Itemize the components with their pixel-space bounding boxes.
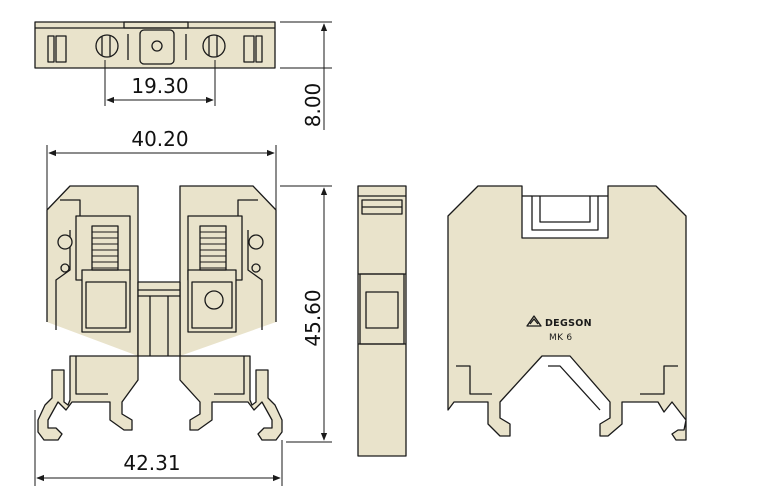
dimension-top-pitch-label: 19.30 (131, 74, 188, 98)
hole-right (248, 234, 264, 250)
spring-left (91, 225, 119, 271)
hole-left (57, 234, 73, 250)
dimension-front-width-bottom: 42.31 (34, 410, 283, 486)
dimension-top-pitch: 19.30 (104, 60, 216, 106)
brand-label: DEGSON (545, 318, 592, 329)
top-view (34, 21, 276, 69)
clamp-bolt (204, 290, 224, 310)
dimension-top-height: 8.00 (280, 21, 332, 130)
dimension-front-height: 45.60 (280, 185, 332, 443)
screw-head-left (95, 34, 119, 58)
dimension-top-height-label: 8.00 (301, 83, 325, 128)
model-label: MK 6 (549, 333, 572, 343)
dimension-front-width-bottom-label: 42.31 (123, 451, 180, 475)
front-view (37, 185, 283, 441)
dimension-front-height-label: 45.60 (301, 289, 325, 346)
degson-logo (526, 315, 542, 327)
side-view (357, 185, 407, 457)
back-view: DEGSON MK 6 (447, 185, 687, 441)
spring-right (199, 225, 227, 271)
screw-head-right (202, 34, 226, 58)
dimension-front-width-top-label: 40.20 (131, 127, 188, 151)
